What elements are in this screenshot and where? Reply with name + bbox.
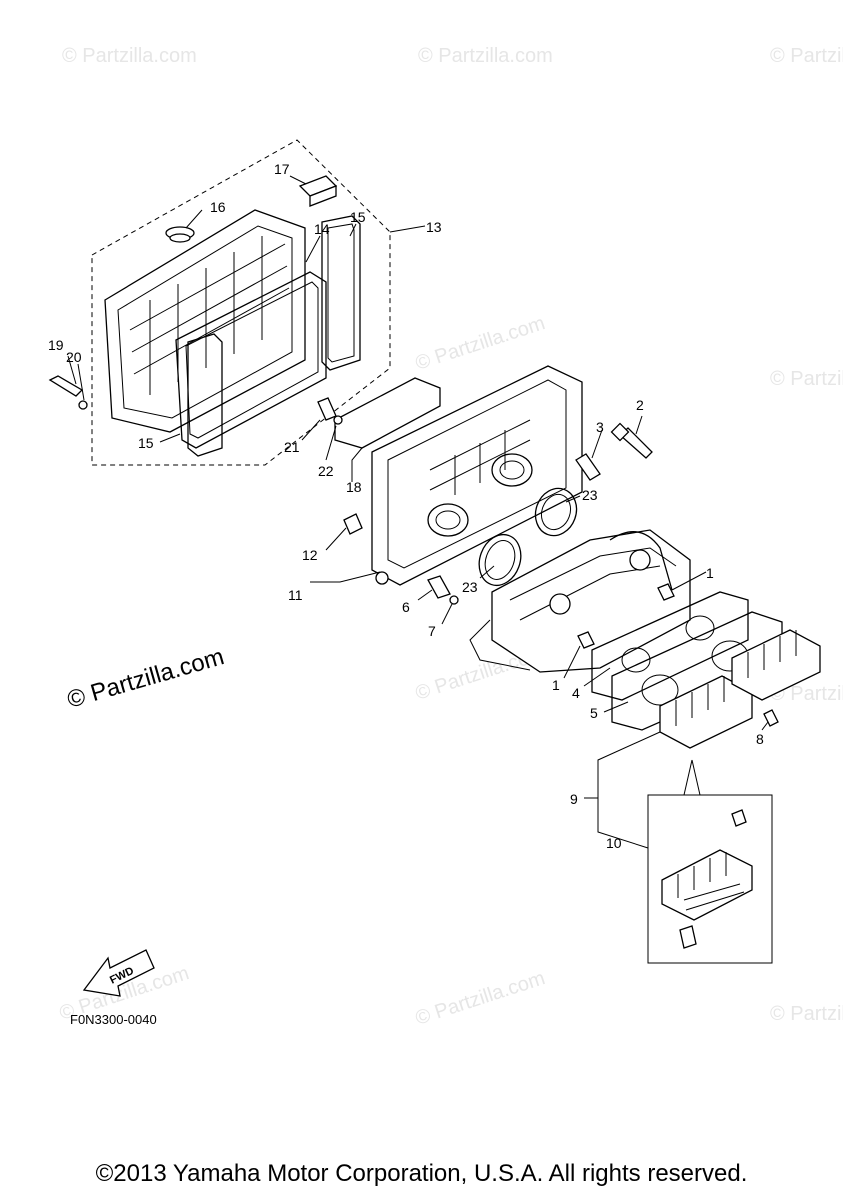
callout-5: 5	[590, 705, 598, 721]
callout-12: 12	[302, 547, 318, 563]
intake-manifold-body	[317, 365, 583, 586]
callout-21: 21	[284, 439, 300, 455]
o-rings	[478, 487, 578, 587]
callout-18: 18	[346, 479, 362, 495]
watermark-text: © Partzilla.com	[770, 1003, 843, 1025]
reed-valve-detail-box	[647, 759, 773, 964]
callout-22: 22	[318, 463, 334, 479]
callout-6: 6	[402, 599, 410, 615]
callout-7: 7	[428, 623, 436, 639]
callout-2: 2	[636, 397, 644, 413]
callout-10: 10	[606, 835, 622, 851]
bolts	[427, 422, 653, 605]
callout-13: 13	[426, 219, 442, 235]
watermark-text: © Partzilla.com	[62, 45, 197, 67]
callout-1: 1	[552, 677, 560, 693]
watermark-text: © Partzilla.com	[770, 683, 843, 705]
callout-3: 3	[596, 419, 604, 435]
callout-labels: 1 1 2 3 4 5 6 7 8 9 10 11 12 13 14 15 15…	[48, 161, 764, 851]
watermark-text: © Partzilla.com	[770, 45, 843, 67]
throttle-block	[469, 529, 691, 673]
callout-9: 9	[570, 791, 578, 807]
callout-4: 4	[572, 685, 580, 701]
fwd-arrow: FWD	[82, 949, 155, 997]
watermark-text: © Partzilla.com	[413, 312, 548, 375]
callout-19: 19	[48, 337, 64, 353]
callout-20: 20	[66, 349, 82, 365]
watermark-text: © Partzilla.com	[770, 368, 843, 390]
callout-14: 14	[314, 221, 330, 237]
callout-23: 23	[582, 487, 598, 503]
callout-1: 1	[706, 565, 714, 581]
watermark-text: © Partzilla.com	[413, 967, 548, 1030]
watermark-text: © Partzilla.com	[418, 45, 553, 67]
air-box-cover-assembly	[48, 139, 426, 466]
copyright-notice: ©2013 Yamaha Motor Corporation, U.S.A. A…	[95, 1160, 748, 1187]
diagram-code: F0N3300-0040	[70, 1012, 157, 1027]
callout-11: 11	[288, 587, 303, 603]
callout-15: 15	[350, 209, 366, 225]
leader-lines	[67, 175, 769, 849]
callout-8: 8	[756, 731, 764, 747]
reed-valve-blocks	[659, 629, 821, 749]
reed-gaskets	[577, 583, 783, 731]
callout-16: 16	[210, 199, 226, 215]
callout-15: 15	[138, 435, 154, 451]
callout-17: 17	[274, 161, 290, 177]
partzilla-watermark: © Partzilla.com	[64, 643, 227, 714]
callout-23: 23	[462, 579, 478, 595]
